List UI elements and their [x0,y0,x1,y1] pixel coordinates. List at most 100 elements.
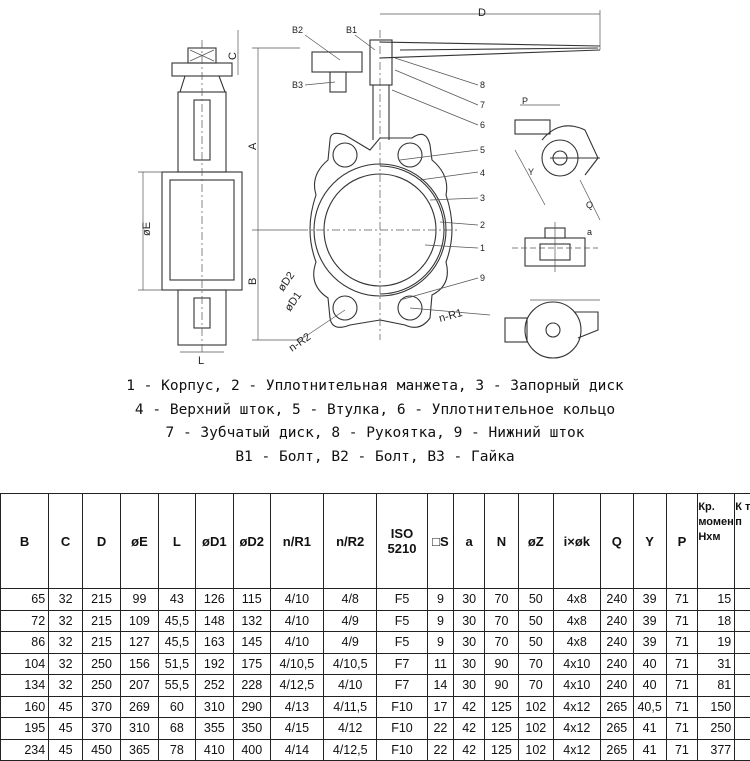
table-cell: 4x12 [553,696,600,718]
table-cell: 30 [454,589,485,611]
table-cell: 125 [485,696,519,718]
table-cell: 45,5 [158,632,195,654]
table-cell: 50 [518,632,553,654]
table-cell: 4/9 [324,632,377,654]
table-cell: 51,5 [158,653,195,675]
callout-b2: B2 [292,25,303,35]
table-cell: 228 [233,675,270,697]
table-cell: 370 [83,696,121,718]
dim-A-label: A [247,142,259,150]
callout-9: 9 [480,273,485,283]
dim-D1-label: øD1 [283,290,305,314]
dim-R2-label: n-R2 [287,331,313,355]
column-header: □S [427,494,454,589]
column-header: øD2 [233,494,270,589]
table-cell: 207 [120,675,158,697]
table-cell [735,632,750,654]
table-cell: 104 [1,653,49,675]
table-cell: 215 [83,589,121,611]
table-cell: 60 [158,696,195,718]
table-cell: 70 [485,632,519,654]
dim-R1-label: n-R1 [438,307,464,325]
dim-P-label: P [522,96,528,106]
table-cell: 310 [120,718,158,740]
table-cell: 40 [633,675,666,697]
table-cell: 45,5 [158,610,195,632]
table-cell: 30 [454,610,485,632]
callout-2: 2 [480,220,485,230]
table-cell: 86 [1,632,49,654]
column-header: øD1 [195,494,233,589]
table-cell: 71 [666,589,698,611]
table-cell: 4/10 [324,675,377,697]
column-header: D [83,494,121,589]
legend-line: 7 - Зубчатый диск, 8 - Рукоятка, 9 - Ниж… [0,422,750,446]
table-cell [735,675,750,697]
column-header: P [666,494,698,589]
column-header: i×øk [553,494,600,589]
dim-B-label: B [247,278,259,285]
table-cell: 40,5 [633,696,666,718]
table-cell: 4x8 [553,632,600,654]
table-cell: 9 [427,610,454,632]
table-cell: 4/12 [324,718,377,740]
table-cell [735,653,750,675]
table-cell [735,696,750,718]
table-cell: 39 [633,632,666,654]
front-view: D C A B øD2 øD1 n-R2 n-R1 B2 B1 B3 8 7 6… [227,7,600,354]
table-cell: 250 [83,675,121,697]
callout-5: 5 [480,145,485,155]
table-cell: 134 [1,675,49,697]
callout-8: 8 [480,80,485,90]
table-cell: 72 [1,610,49,632]
dim-E-label: øE [141,222,153,236]
column-header: К т п [735,494,750,589]
table-cell: 41 [633,718,666,740]
table-cell: 115 [233,589,270,611]
table-cell: 265 [600,696,633,718]
valve-drawing: øE L D C A B øD2 øD1 n-R2 [0,0,750,370]
callout-b3: B3 [292,80,303,90]
table-cell: 269 [120,696,158,718]
dim-D-label: D [478,7,486,19]
table-cell: 195 [1,718,49,740]
table-cell: 4/8 [324,589,377,611]
table-cell: 4x10 [553,675,600,697]
table-cell: 45 [49,696,83,718]
legend-line: 1 - Корпус, 2 - Уплотнительная манжета, … [0,375,750,399]
column-header: a [454,494,485,589]
table-cell: 71 [666,675,698,697]
table-cell: 192 [195,653,233,675]
legend-line: 4 - Верхний шток, 5 - Втулка, 6 - Уплотн… [0,399,750,423]
table-cell [735,589,750,611]
table-cell: 4x8 [553,610,600,632]
table-cell: 30 [454,653,485,675]
table-cell: 70 [485,610,519,632]
table-cell: 4/12,5 [270,675,323,697]
table-cell: 30 [454,632,485,654]
column-header: øZ [518,494,553,589]
table-cell: 370 [83,718,121,740]
table-cell: 102 [518,696,553,718]
table-cell: 55,5 [158,675,195,697]
table-cell: 99 [120,589,158,611]
table-cell: 250 [83,653,121,675]
table-cell: 32 [49,675,83,697]
table-cell: 175 [233,653,270,675]
table-cell: 19 [698,632,735,654]
table-cell: F10 [377,718,427,740]
table-cell: F5 [377,610,427,632]
dim-Q-label: Q [586,200,593,210]
table-cell: 4/10 [270,632,323,654]
column-header: B [1,494,49,589]
table-cell: 4/11,5 [324,696,377,718]
callout-6: 6 [480,120,485,130]
table-cell: 71 [666,718,698,740]
table-cell: 350 [233,718,270,740]
